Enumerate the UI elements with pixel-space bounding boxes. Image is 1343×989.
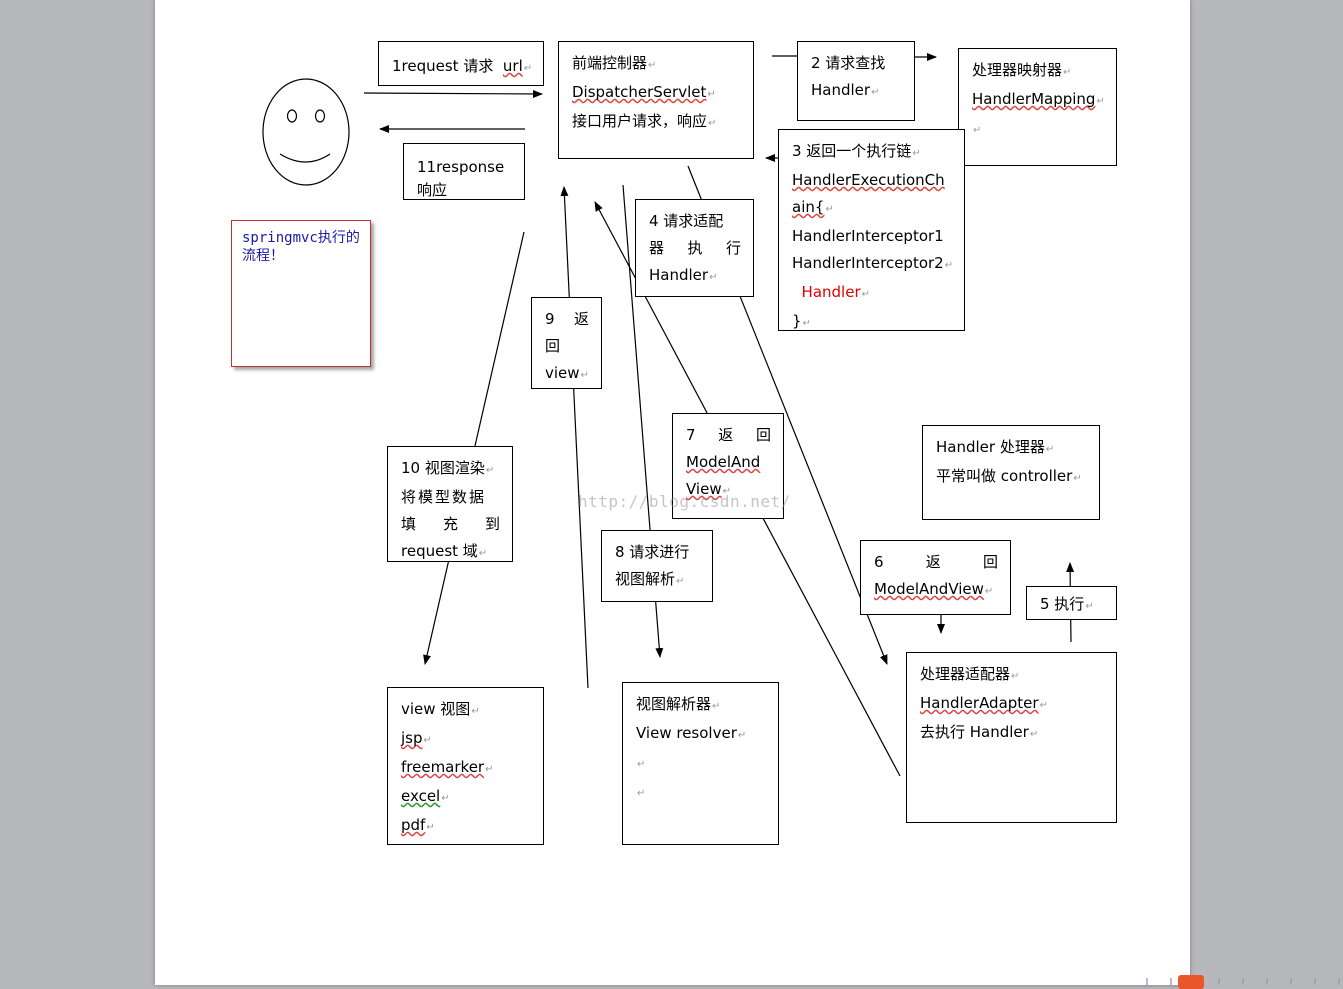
arrow-request (363, 89, 543, 98)
step9-word: 9 (545, 310, 555, 328)
handler-mapping-class: HandlerMapping (972, 90, 1096, 108)
handler-mapping-box: 处理器映射器↵ HandlerMapping↵ ↵ (958, 48, 1117, 166)
step8-label2: 视图解析 (615, 570, 676, 588)
step10-word: 到 (484, 515, 500, 533)
request-label: 1request 请求 (392, 57, 494, 75)
view-title: view 视图 (401, 700, 471, 718)
step2-label: 2 请求查找 (811, 54, 886, 72)
step9-box: 9 返 回 view↵ (531, 297, 602, 389)
step3-chain-part2: ain{ (792, 198, 825, 216)
view-box: view 视图↵ jsp↵ freemarker↵ excel↵ pdf↵ (387, 687, 544, 845)
handler-subtitle: 平常叫做 controller (936, 467, 1073, 485)
step6-modelandview: ModelAndView (874, 580, 984, 598)
handler-controller-box: Handler 处理器↵ 平常叫做 controller↵ (922, 425, 1100, 520)
handler-mapping-title: 处理器映射器 (972, 61, 1063, 79)
step9-word2: 回 (545, 337, 561, 355)
step6-word: 返 (925, 553, 941, 571)
response-label: 11response (417, 158, 505, 176)
dispatcher-title: 前端控制器 (572, 54, 648, 72)
step3-closing-brace: } (792, 312, 802, 330)
step4-justified-line: 器 执 行 (649, 235, 741, 262)
view-resolver-box: 视图解析器↵ View resolver↵ ↵ ↵ (622, 682, 779, 845)
step3-interceptor1: HandlerInterceptor1 (792, 227, 944, 245)
step10-line2: 将模型数据 (401, 488, 487, 506)
response-box: 11response 响应 (403, 143, 525, 200)
step10-box: 10 视图渲染↵ 将模型数据 填 充 到 request 域↵ (387, 446, 513, 562)
step5-label: 5 执行 (1040, 595, 1085, 613)
handler-adapter-title: 处理器适配器 (920, 665, 1011, 683)
step4-label: 4 请求适配 (649, 212, 724, 230)
step3-handler: Handler (801, 283, 861, 301)
handler-adapter-box: 处理器适配器↵ HandlerAdapter↵ 去执行 Handler↵ (906, 652, 1117, 823)
step6-box: 6 返 回 ModelAndView↵ (860, 540, 1011, 615)
watermark: http://blog.csdn.net/ (578, 492, 791, 511)
handler-adapter-class: HandlerAdapter (920, 694, 1039, 712)
step3-chain-part1: HandlerExecutionCh (792, 171, 945, 189)
view-freemarker: freemarker (401, 758, 485, 776)
dispatcher-description: 接口用户请求，响应 (572, 112, 708, 130)
step4-word: 器 (649, 239, 665, 257)
step8-label: 8 请求进行 (615, 543, 690, 561)
corner-logo-icon (1178, 975, 1204, 989)
handler-adapter-desc: 去执行 Handler (920, 723, 1029, 741)
step4-handler: Handler (649, 266, 709, 284)
view-resolver-class: View resolver (636, 724, 737, 742)
request-box: 1request 请求 url↵ (378, 41, 544, 86)
arrow-return-view (560, 186, 589, 689)
flow-note: springmvc执行的流程！ (231, 220, 371, 367)
step7-modeland: ModelAnd (686, 453, 761, 471)
step6-word: 6 (874, 553, 884, 571)
step4-box: 4 请求适配 器 执 行 Handler↵ (635, 199, 754, 297)
step2-handler: Handler (811, 81, 871, 99)
step2-box: 2 请求查找 Handler↵ (797, 41, 915, 121)
step7-justified-line: 7 返 回 (686, 422, 771, 449)
step7-word: 返 (718, 426, 734, 444)
step10-word: 填 (401, 515, 417, 533)
step10-label: 10 视图渲染 (401, 459, 485, 477)
view-pdf: pdf (401, 816, 426, 834)
dispatcher-class-name: DispatcherServlet (572, 83, 707, 101)
handler-title: Handler 处理器 (936, 438, 1045, 456)
taskbar-edge (1146, 978, 1343, 985)
step8-box: 8 请求进行 视图解析↵ (601, 530, 713, 602)
step10-word: 充 (442, 515, 458, 533)
view-excel: excel (401, 787, 441, 805)
step4-word: 行 (725, 239, 741, 257)
response-sublabel: 响应 (417, 181, 448, 199)
step4-word: 执 (687, 239, 703, 257)
step3-label: 3 返回一个执行链 (792, 142, 912, 160)
flow-note-text: springmvc执行的流程！ (242, 230, 360, 264)
step9-word: 返 (573, 310, 589, 328)
step9-view: view (545, 364, 580, 382)
step10-request-scope: request 域 (401, 542, 478, 560)
view-resolver-title: 视图解析器 (636, 695, 712, 713)
step9-justified-line: 9 返 (545, 306, 589, 333)
step5-box: 5 执行↵ (1026, 586, 1117, 620)
step6-word: 回 (982, 553, 998, 571)
user-smiley-icon (262, 78, 350, 186)
step7-word: 7 (686, 426, 696, 444)
dispatcher-servlet-box: 前端控制器↵ DispatcherServlet↵ 接口用户请求，响应↵ (558, 41, 754, 159)
step10-justified-line: 填 充 到 (401, 511, 500, 538)
view-jsp: jsp (401, 729, 423, 747)
step7-word: 回 (755, 426, 771, 444)
step3-interceptor2: HandlerInterceptor2 (792, 254, 944, 272)
request-url-label: url (502, 57, 523, 75)
step3-box: 3 返回一个执行链↵ HandlerExecutionCh ain{↵ Hand… (778, 129, 965, 331)
step7-view: View (686, 480, 722, 498)
step7-box: 7 返 回 ModelAnd View↵ (672, 413, 784, 519)
step6-justified-line: 6 返 回 (874, 549, 998, 576)
